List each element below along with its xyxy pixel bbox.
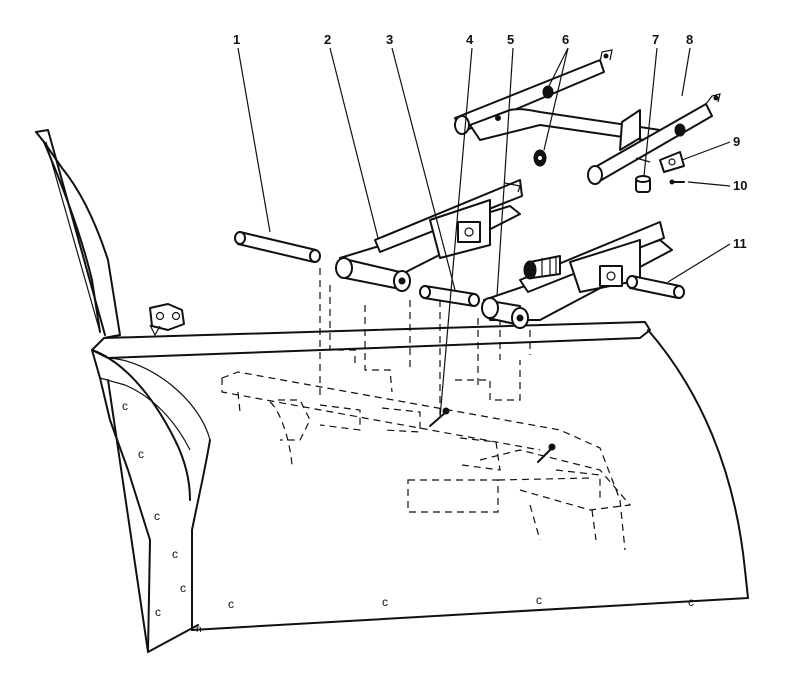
callout-11: 11 [733, 236, 747, 251]
svg-text:c: c [122, 399, 128, 413]
leader-lines [237, 47, 731, 419]
svg-text:c: c [688, 595, 694, 609]
svg-text:n: n [196, 624, 202, 635]
callout-8: 8 [686, 32, 693, 47]
plow-blade [35, 129, 749, 653]
svg-text:c: c [155, 605, 161, 619]
part-9-washer [659, 151, 685, 173]
part-10-cotter-pin [669, 179, 685, 185]
callout-7: 7 [652, 32, 659, 47]
callout-labels: 1 2 3 4 5 6 7 8 9 10 11 [233, 32, 747, 251]
blade-bolt-holes: c c c c c c c c c c n [122, 399, 694, 635]
svg-text:c: c [228, 597, 234, 611]
part-4-screw [429, 407, 556, 463]
callout-3: 3 [386, 32, 393, 47]
part-7-bushing [635, 157, 651, 193]
hidden-mount-frame [221, 268, 632, 551]
part-1-pin [234, 231, 321, 263]
svg-text:c: c [180, 581, 186, 595]
callout-9: 9 [733, 134, 740, 149]
callout-10: 10 [733, 178, 747, 193]
part-6-nut [533, 149, 547, 167]
svg-text:c: c [138, 447, 144, 461]
svg-text:c: c [536, 593, 542, 607]
svg-text:c: c [382, 595, 388, 609]
part-8-a-frame [454, 49, 721, 185]
part-3-pin [419, 285, 480, 307]
callout-1: 1 [233, 32, 240, 47]
callout-6: 6 [562, 32, 569, 47]
callout-4: 4 [466, 32, 474, 47]
callout-2: 2 [324, 32, 331, 47]
callout-5: 5 [507, 32, 514, 47]
part-11-pin [626, 275, 685, 299]
part-5-pivot-arm [481, 221, 673, 329]
part-2-pivot-arm [335, 179, 523, 292]
svg-text:c: c [154, 509, 160, 523]
svg-text:c: c [172, 547, 178, 561]
